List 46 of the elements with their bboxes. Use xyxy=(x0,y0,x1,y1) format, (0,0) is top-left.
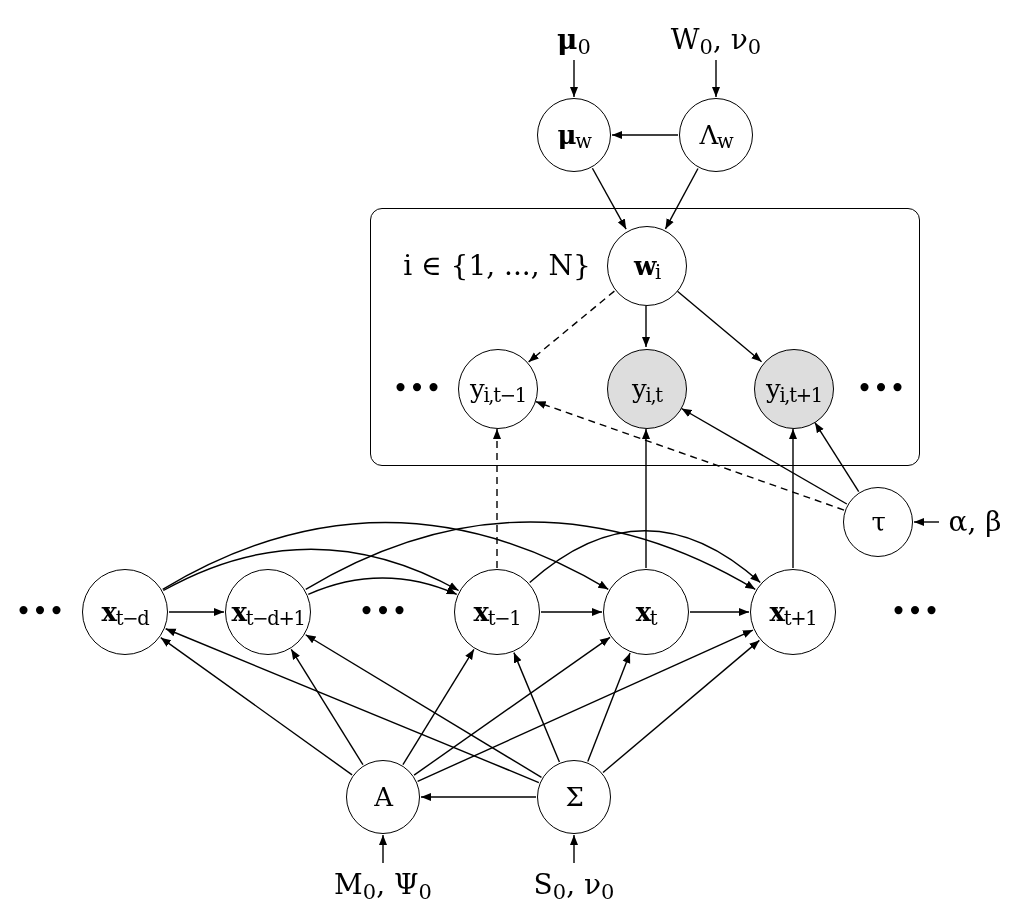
ellipsis: ••• xyxy=(890,594,940,630)
arrow xyxy=(540,608,603,616)
plate-box xyxy=(370,208,920,466)
arrow xyxy=(305,521,756,591)
arrow xyxy=(162,521,609,591)
arrow xyxy=(611,131,679,139)
arrow xyxy=(712,59,720,98)
arrow xyxy=(602,639,761,774)
ellipsis: ••• xyxy=(358,594,408,630)
arrow xyxy=(529,529,761,584)
ellipsis: ••• xyxy=(15,594,65,630)
hyperparameter-label: α, β xyxy=(948,501,1002,543)
arrow xyxy=(570,834,578,864)
arrow xyxy=(402,648,475,766)
arrow xyxy=(642,305,650,348)
arrow xyxy=(534,400,845,511)
hyperparameter-label: M$_{0}$, Ψ$_{0}$ xyxy=(334,864,432,906)
arrow xyxy=(676,290,763,363)
arrow xyxy=(689,608,750,616)
arrow xyxy=(789,428,797,569)
arrow xyxy=(307,577,458,595)
arrow xyxy=(513,651,561,763)
arrow xyxy=(304,634,543,779)
arrow xyxy=(664,167,699,230)
arrow xyxy=(913,518,940,526)
arrow xyxy=(379,834,387,864)
arrow xyxy=(527,290,616,363)
arrow xyxy=(160,636,353,776)
arrow xyxy=(162,548,460,592)
plate-index-label: i ∈ {1, ..., N} xyxy=(403,248,591,284)
arrow xyxy=(413,636,611,776)
arrow xyxy=(570,59,578,98)
hyperparameter-label: W$_{0}$, ν$_{0}$ xyxy=(670,19,762,61)
arrow xyxy=(591,167,627,230)
arrow xyxy=(420,793,537,801)
ellipsis: ••• xyxy=(856,371,906,407)
arrow xyxy=(814,421,860,493)
arrow xyxy=(642,428,650,569)
ellipsis: ••• xyxy=(392,371,442,407)
arrow xyxy=(168,608,225,616)
arrow xyxy=(416,629,754,783)
arrow xyxy=(680,407,848,505)
hyperparameter-label: μ$_{0}$ xyxy=(557,19,591,61)
arrow xyxy=(290,648,364,766)
hyperparameter-label: S$_{0}$, ν$_{0}$ xyxy=(533,864,615,906)
arrow xyxy=(493,428,501,569)
